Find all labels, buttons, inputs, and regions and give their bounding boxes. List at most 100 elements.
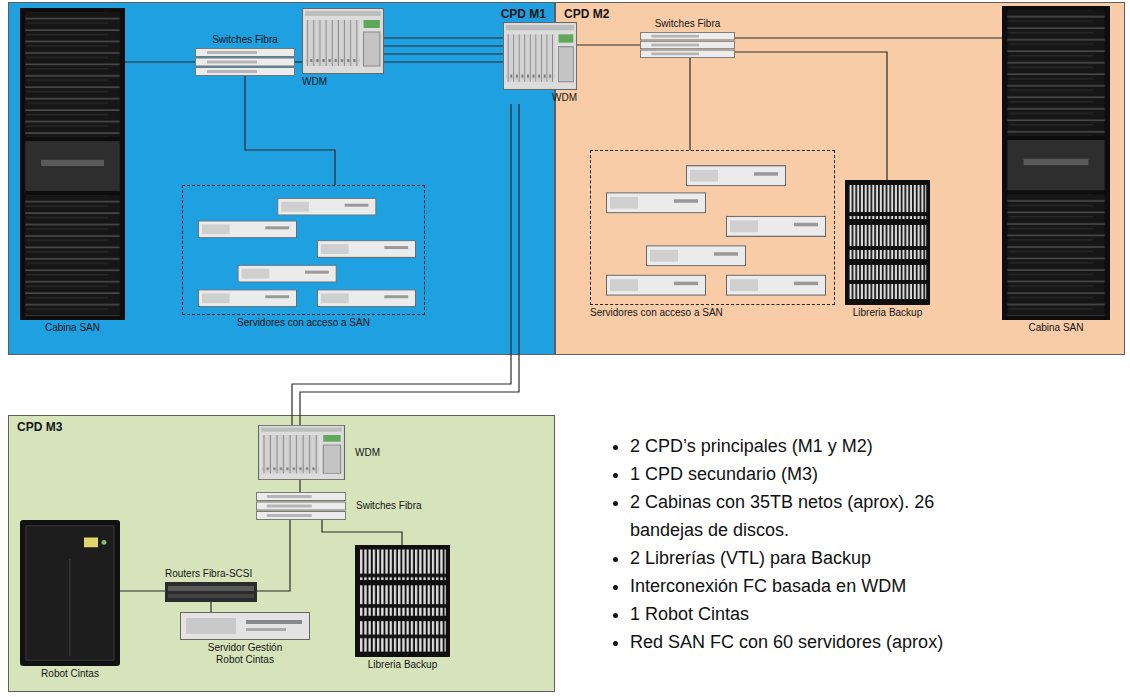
device-label: Servidores con acceso a SAN	[590, 307, 723, 319]
fibre-link	[735, 52, 887, 180]
fibre-switch: Switches Fibra	[195, 34, 295, 76]
wdm-icon-art	[503, 22, 577, 90]
fibre-switch: Switches Fibra	[640, 18, 735, 58]
device-label: Robot Cintas	[41, 668, 99, 680]
server-group-box-art	[183, 186, 424, 314]
fibre-link	[125, 61, 195, 62]
san-cabinet-icon	[20, 8, 125, 320]
server-icon-shape	[181, 613, 310, 640]
fibre-switch: Switches Fibra	[256, 492, 422, 520]
san-cabinet: Cabina SAN	[20, 8, 125, 334]
fibre-link	[689, 58, 690, 150]
server-group-box-shape	[198, 198, 415, 306]
backup-library: Libreria Backup	[845, 180, 930, 319]
server-group: Servidores con acceso a SAN	[590, 150, 835, 319]
fibre-link	[299, 480, 300, 492]
device-label: Switches Fibra	[655, 18, 721, 30]
server-group-box	[182, 185, 425, 315]
wdm-unit: WDM	[302, 8, 384, 88]
device-label: WDM	[355, 447, 380, 459]
management-server: Servidor Gestión Robot Cintas	[180, 612, 310, 666]
device-label: Servidor Gestión Robot Cintas	[195, 642, 295, 666]
san-cabinet-icon-art	[1002, 6, 1110, 320]
region-title: CPD M2	[556, 3, 1124, 21]
fibre-switch-icon-art	[195, 48, 295, 76]
datacenter-region: CPD M1 Cabina SAN Switches FibraWDM Servido…	[8, 2, 555, 355]
note-item: 2 Cabinas con 35TB netos (aprox). 26 ban…	[630, 488, 1010, 544]
san-cabinet-icon	[1002, 6, 1110, 320]
region-title: CPD M3	[9, 416, 554, 434]
backup-library-icon	[845, 180, 930, 305]
backup-library: Libreria Backup	[355, 545, 450, 671]
router-icon	[165, 582, 257, 602]
san-cabinet-icon-shape	[1002, 6, 1110, 320]
note-item: Interconexión FC basada en WDM	[630, 572, 1010, 600]
fibre-link	[245, 76, 335, 185]
server-group-box	[590, 150, 835, 305]
san-cabinet-icon-shape	[20, 8, 125, 320]
notes-list: 2 CPD’s principales (M1 y M2)1 CPD secun…	[590, 432, 1010, 656]
fibre-link	[577, 44, 640, 45]
fibre-link	[292, 104, 519, 425]
device-label: Switches Fibra	[356, 500, 422, 512]
device-label: Servidores con acceso a SAN	[237, 317, 370, 329]
fibre-link	[322, 520, 402, 545]
datacenter-region: CPD M3 WDM Switches FibraRobot Cintas Route…	[8, 415, 555, 692]
device-label: Libreria Backup	[853, 307, 922, 319]
note-item: 2 CPD’s principales (M1 y M2)	[630, 432, 1010, 460]
device-label: Switches Fibra	[212, 34, 278, 46]
backup-library-icon-shape	[355, 545, 450, 657]
fibre-switch-icon-art	[256, 492, 346, 520]
wdm-icon	[302, 8, 384, 74]
server-group-box-shape	[607, 166, 826, 295]
fibre-link	[735, 37, 1002, 38]
tape-robot-icon-art	[20, 520, 120, 666]
wdm-icon	[503, 22, 577, 90]
server-group-box-art	[591, 151, 834, 304]
router-icon-art	[165, 582, 257, 602]
note-item: 1 CPD secundario (M3)	[630, 460, 1010, 488]
fibre-link	[295, 61, 302, 62]
fibre-switch-icon-shape	[640, 32, 734, 57]
fc-scsi-router: Routers Fibra-SCSI	[165, 568, 257, 602]
datacenter-region: CPD M2 WDM Switches FibraServidores con ac…	[555, 2, 1125, 355]
fibre-link	[210, 602, 211, 612]
server-icon-art	[180, 612, 310, 640]
wdm-icon-shape	[303, 9, 384, 74]
fibre-link	[120, 590, 165, 591]
san-cabinet-icon-art	[20, 8, 125, 320]
note-item: 2 Librerías (VTL) para Backup	[630, 544, 1010, 572]
router-icon-shape	[165, 582, 257, 602]
backup-library-icon-art	[355, 545, 450, 657]
region-title: CPD M1	[9, 3, 554, 21]
fibre-switch-icon	[195, 48, 295, 76]
tape-robot: Robot Cintas	[20, 520, 120, 680]
server-group: Servidores con acceso a SAN	[182, 185, 425, 329]
wdm-icon-shape	[503, 23, 576, 90]
device-label: Cabina SAN	[45, 322, 100, 334]
device-label: WDM	[552, 92, 577, 104]
fibre-link	[257, 520, 290, 591]
server-icon	[180, 612, 310, 640]
wdm-unit: WDM	[258, 425, 380, 480]
note-item: Red SAN FC con 60 servidores (aprox)	[630, 628, 1010, 656]
fibre-switch-icon	[256, 492, 346, 520]
wdm-icon-art	[302, 8, 384, 74]
device-label: Routers Fibra-SCSI	[165, 568, 252, 580]
device-label: Libreria Backup	[368, 659, 437, 671]
fibre-link	[384, 38, 503, 62]
fibre-switch-icon	[640, 32, 735, 58]
wdm-icon	[258, 425, 345, 480]
fibre-switch-icon-shape	[256, 493, 345, 520]
wdm-icon-shape	[259, 425, 345, 479]
fibre-switch-icon-art	[640, 32, 735, 58]
tape-robot-icon	[20, 520, 120, 666]
backup-library-icon-art	[845, 180, 930, 305]
note-item: 1 Robot Cintas	[630, 600, 1010, 628]
wdm-icon-art	[258, 425, 345, 480]
wdm-unit: WDM	[503, 22, 577, 104]
backup-library-icon-shape	[845, 180, 930, 305]
device-label: WDM	[302, 76, 327, 88]
